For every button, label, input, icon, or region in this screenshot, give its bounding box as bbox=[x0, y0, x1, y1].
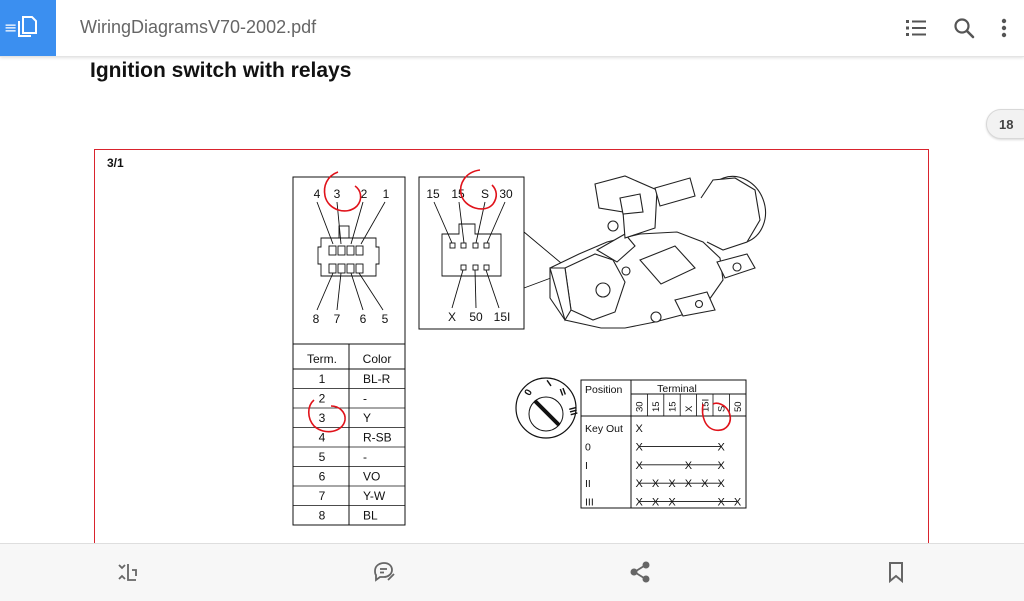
connection-mark: X bbox=[718, 478, 726, 490]
color-cell: R-SB bbox=[363, 431, 392, 445]
terminal-column-header: X bbox=[684, 405, 695, 412]
dial-position-label: II bbox=[559, 386, 568, 398]
page-navigation-icon[interactable] bbox=[115, 560, 139, 584]
connection-mark: X bbox=[636, 460, 644, 472]
page-number-badge[interactable]: 18 bbox=[986, 109, 1024, 139]
position-row-label: III bbox=[585, 497, 594, 509]
position-row-label: Key Out bbox=[585, 423, 623, 435]
terminal-column-header: 30 bbox=[635, 401, 646, 412]
diagram-frame: 3/1 4 3 2 1 bbox=[94, 149, 929, 543]
connector-a-pin-label: 4 bbox=[314, 187, 321, 201]
connection-mark: X bbox=[652, 478, 660, 490]
table-of-contents-icon[interactable] bbox=[904, 16, 928, 40]
terminal-column-header: S bbox=[717, 406, 728, 412]
dial-position-label: III bbox=[566, 406, 579, 417]
connector-a-diagram: 4 3 2 1 bbox=[292, 176, 406, 345]
ignition-switch-illustration bbox=[549, 175, 767, 329]
connection-mark: X bbox=[685, 478, 693, 490]
terminal-cell: 6 bbox=[319, 470, 326, 484]
bookmark-icon[interactable] bbox=[884, 560, 908, 584]
bottom-toolbar bbox=[0, 543, 1024, 601]
connection-mark: X bbox=[652, 497, 660, 509]
menu-icon: ≡ bbox=[4, 18, 18, 37]
connector-b-pin-label: 15I bbox=[494, 310, 511, 324]
key-position-dial: 0 I II III bbox=[515, 377, 579, 439]
page-heading: Ignition switch with relays bbox=[90, 59, 352, 82]
connection-mark: X bbox=[668, 478, 676, 490]
position-row-label: I bbox=[585, 460, 588, 472]
position-row-label: 0 bbox=[585, 441, 591, 453]
connector-a-pin-label: 3 bbox=[334, 187, 341, 201]
color-cell: - bbox=[363, 392, 367, 406]
connector-a-pin-label: 8 bbox=[313, 312, 320, 326]
connector-a-pin-label: 7 bbox=[334, 312, 341, 326]
terminal-cell: 4 bbox=[319, 431, 326, 445]
connection-mark: X bbox=[734, 497, 742, 509]
connection-mark: X bbox=[718, 441, 726, 453]
connection-mark: X bbox=[636, 497, 644, 509]
connector-a-pin-label: 2 bbox=[361, 187, 368, 201]
terminal-cell: 1 bbox=[319, 372, 326, 386]
connector-b-diagram: 15 15 S 30 X bbox=[418, 176, 568, 330]
connection-mark: X bbox=[701, 478, 709, 490]
documents-menu-button[interactable]: ≡ bbox=[0, 0, 56, 56]
connection-mark: X bbox=[718, 497, 726, 509]
terminal-header: Terminal bbox=[657, 383, 697, 395]
connector-b-pin-label: 30 bbox=[499, 187, 513, 201]
terminal-color-table: Term. Color 1 BL-R 2 - 3 Y 4 R-SB 5 - 6 VO 7 Y-W 8 BL bbox=[292, 343, 406, 526]
terminal-column-header: 15I bbox=[700, 399, 711, 412]
color-cell: BL-R bbox=[363, 372, 391, 386]
connector-a-pin-label: 6 bbox=[360, 312, 367, 326]
connector-a-pin-label: 1 bbox=[383, 187, 390, 201]
top-app-bar: ≡ WiringDiagramsV70-2002.pdf bbox=[0, 0, 1024, 57]
color-cell: Y-W bbox=[363, 489, 386, 503]
connection-mark: X bbox=[636, 441, 644, 453]
terminal-column-header: 15 bbox=[668, 401, 679, 412]
connector-b-pin-label: 15 bbox=[426, 187, 440, 201]
color-cell: Y bbox=[363, 411, 371, 425]
terminal-cell: 3 bbox=[319, 411, 326, 425]
document-title: WiringDiagramsV70-2002.pdf bbox=[80, 17, 317, 37]
position-row-label: II bbox=[585, 478, 591, 490]
terminal-column-header: 15 bbox=[651, 401, 662, 412]
connection-mark: X bbox=[718, 460, 726, 472]
terminal-cell: 2 bbox=[319, 392, 326, 406]
terminal-cell: 8 bbox=[319, 509, 326, 523]
share-icon[interactable] bbox=[628, 560, 652, 584]
annotate-comment-icon[interactable] bbox=[372, 560, 396, 584]
connection-mark: X bbox=[668, 497, 676, 509]
color-cell: - bbox=[363, 450, 367, 464]
wiring-diagram: 4 3 2 1 bbox=[292, 169, 767, 526]
terminal-cell: 7 bbox=[319, 489, 326, 503]
dial-position-label: I bbox=[545, 379, 554, 390]
pdf-page: Ignition switch with relays 18 3/1 4 3 2… bbox=[0, 57, 1024, 543]
terminal-table-header: Color bbox=[363, 352, 392, 366]
color-cell: BL bbox=[363, 509, 378, 523]
dial-position-label: 0 bbox=[523, 387, 536, 398]
red-annotation-marks bbox=[307, 169, 731, 433]
position-header: Position bbox=[585, 384, 623, 396]
sheet-label: 3/1 bbox=[107, 156, 124, 170]
terminal-cell: 5 bbox=[319, 450, 326, 464]
terminal-column-header: 50 bbox=[733, 401, 744, 412]
more-options-icon[interactable] bbox=[992, 16, 1016, 40]
documents-icon bbox=[18, 16, 37, 37]
connection-mark: X bbox=[636, 423, 644, 435]
connector-b-pin-label: S bbox=[481, 187, 489, 201]
color-cell: VO bbox=[363, 470, 380, 484]
connection-mark: X bbox=[685, 460, 693, 472]
connector-b-pin-label: 50 bbox=[469, 310, 483, 324]
terminal-table-header: Term. bbox=[307, 352, 337, 366]
connection-mark: X bbox=[636, 478, 644, 490]
connector-a-pin-label: 5 bbox=[382, 312, 389, 326]
search-icon[interactable] bbox=[952, 16, 976, 40]
connector-b-pin-label: X bbox=[448, 310, 456, 324]
